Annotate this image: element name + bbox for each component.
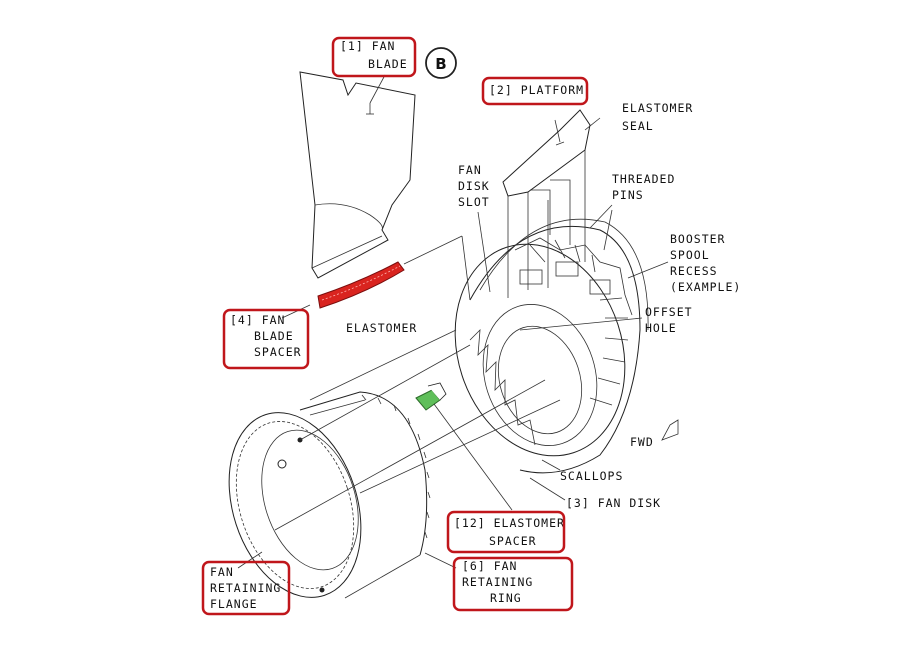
platform-drawing xyxy=(502,109,601,215)
label-elastomer-spacer-line2: SPACER xyxy=(489,534,537,548)
spacer-leader-line-2 xyxy=(461,235,471,301)
label-threaded-pins-line2: PINS xyxy=(612,188,644,202)
label-fan-blade-line2: BLADE xyxy=(368,57,408,71)
view-marker-letter: B xyxy=(435,55,446,73)
label-elastomer-seal-line2: SEAL xyxy=(622,119,654,133)
label-threaded-pins-line1: THREADED xyxy=(612,172,675,186)
label-booster-line1: BOOSTER xyxy=(670,232,725,246)
highlight-box-fan-blade xyxy=(331,36,417,78)
assembly-center-lines xyxy=(274,329,561,531)
label-scallops: SCALLOPS xyxy=(560,469,623,483)
elastomer-spacer-leader xyxy=(433,403,513,511)
label-fan-retaining-ring-line3: RING xyxy=(490,591,522,605)
label-fan-retaining-flange-line3: FLANGE xyxy=(210,597,258,611)
label-booster-line3: RECESS xyxy=(670,264,718,278)
fan-blade-spacer-part xyxy=(317,261,405,309)
label-fan-blade-line1: [1] FAN xyxy=(340,39,395,53)
label-booster-line2: SPOOL xyxy=(670,248,710,262)
label-platform: [2] PLATFORM xyxy=(489,83,584,97)
highlight-box-platform xyxy=(481,76,589,106)
label-fan-disk-slot-line3: SLOT xyxy=(458,195,490,209)
label-fan-retaining-flange-line1: FAN xyxy=(210,565,234,579)
spacer-leader-line xyxy=(403,235,463,265)
elastomer-spacer-part xyxy=(415,382,447,411)
label-fan-disk-slot-line1: FAN xyxy=(458,163,482,177)
label-offset-hole-line2: HOLE xyxy=(645,321,677,335)
fan-retaining-ring-drawing xyxy=(228,391,431,599)
label-fan-blade-spacer-line3: SPACER xyxy=(254,345,302,359)
label-elastomer-seal-line1: ELASTOMER xyxy=(622,101,693,115)
platform-guide-lines xyxy=(507,168,586,298)
highlight-box-fan-retaining-flange xyxy=(201,560,291,616)
label-booster-line4: (EXAMPLE) xyxy=(670,280,741,294)
label-fan-retaining-flange-line2: RETAINING xyxy=(210,581,281,595)
label-fan-disk: [3] FAN DISK xyxy=(566,496,661,510)
label-elastomer: ELASTOMER xyxy=(346,321,417,335)
highlight-box-fan-retaining-ring xyxy=(452,556,574,612)
label-fan-blade-spacer-line2: BLADE xyxy=(254,329,294,343)
view-marker-b: B xyxy=(425,47,457,79)
highlight-box-elastomer-spacer xyxy=(446,510,566,554)
label-fwd: FWD xyxy=(630,435,654,449)
label-fan-retaining-ring-line1: [6] FAN xyxy=(462,559,517,573)
label-offset-hole-line1: OFFSET xyxy=(645,305,693,319)
fan-disk-drawing xyxy=(454,218,679,474)
fan-blade-drawing xyxy=(299,71,416,279)
highlight-box-fan-blade-spacer xyxy=(222,308,310,370)
label-fan-blade-spacer-line1: [4] FAN xyxy=(230,313,285,327)
label-fan-disk-slot-line2: DISK xyxy=(458,179,490,193)
label-elastomer-spacer-line1: [12] ELASTOMER xyxy=(454,516,565,530)
leader-lines xyxy=(237,204,669,569)
highlight-boxes xyxy=(201,36,589,616)
label-fan-retaining-ring-line2: RETAINING xyxy=(462,575,533,589)
